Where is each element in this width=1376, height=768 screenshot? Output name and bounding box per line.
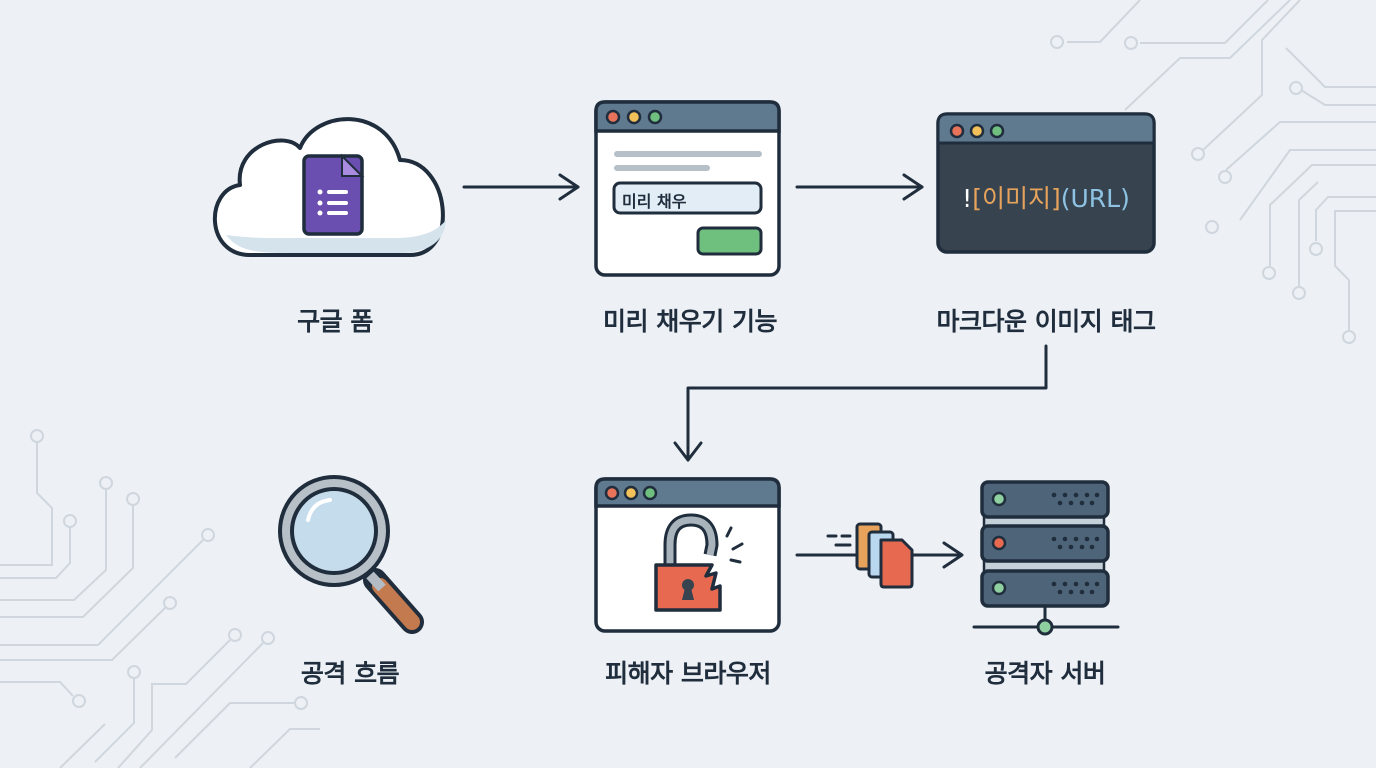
markdown-bracket-open: [	[972, 184, 982, 213]
browser-form-icon	[594, 100, 781, 277]
arrow-prefill-to-markdown	[795, 173, 924, 201]
label-attacker-server: 공격자 서버	[984, 659, 1106, 688]
markdown-code-text: ![이미지](URL)	[962, 179, 1130, 215]
server-icon	[972, 480, 1120, 636]
markdown-alt-text: 이미지	[981, 184, 1051, 213]
label-prefill: 미리 채우기 기능	[603, 307, 777, 336]
circuit-decoration-bottom-left	[0, 429, 320, 768]
code-window-icon	[936, 112, 1156, 254]
markdown-url: (URL)	[1060, 184, 1130, 213]
arrow-form-to-prefill	[462, 173, 580, 201]
circuit-decoration-top-right	[1050, 0, 1376, 344]
label-google-form: 구글 폼	[297, 307, 373, 336]
cloud-form-icon	[212, 117, 446, 257]
arrow-markdown-to-victim	[673, 344, 1048, 462]
broken-lock-icon	[594, 477, 781, 633]
file-stack-icon	[855, 522, 914, 589]
markdown-exclamation: !	[962, 184, 973, 213]
magnifier-icon	[278, 475, 424, 634]
markdown-bracket-close: ]	[1050, 184, 1061, 213]
label-attack-flow: 공격 흐름	[300, 659, 400, 688]
label-victim-browser: 피해자 브라우저	[605, 659, 771, 688]
prefill-input-value: 미리 채우	[622, 192, 687, 211]
arrow-victim-to-server	[795, 522, 964, 589]
label-markdown-tag: 마크다운 이미지 태그	[936, 307, 1156, 336]
